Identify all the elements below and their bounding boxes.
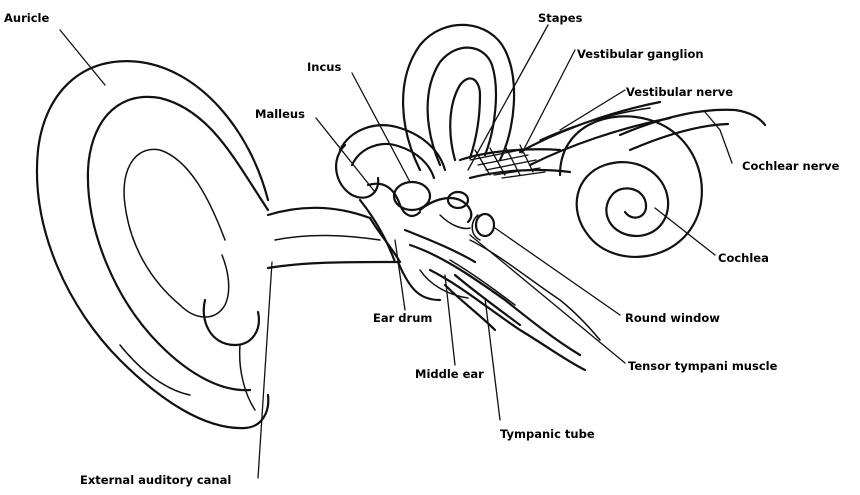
- label-tympanic-tube: Tympanic tube: [500, 427, 595, 441]
- leader-tympanic-tube: [485, 298, 500, 420]
- label-external-auditory-canal: External auditory canal: [80, 473, 231, 487]
- middle-ear-shape: [398, 230, 600, 370]
- label-auricle: Auricle: [4, 11, 49, 25]
- label-stapes: Stapes: [538, 11, 583, 25]
- label-middle-ear: Middle ear: [415, 367, 484, 381]
- label-malleus: Malleus: [255, 107, 305, 121]
- label-cochlear-nerve: Cochlear nerve: [742, 159, 840, 173]
- label-incus: Incus: [307, 60, 341, 74]
- leader-malleus: [316, 118, 375, 192]
- cochlear-nerve-shape: [620, 110, 765, 150]
- label-tensor-tympani-muscle: Tensor tympani muscle: [628, 359, 778, 373]
- leader-auricle: [60, 30, 105, 85]
- label-round-window: Round window: [625, 311, 720, 325]
- label-vestibular-nerve: Vestibular nerve: [626, 85, 733, 99]
- vestibular-nerve-shape: [520, 102, 670, 165]
- cochlea-shape: [560, 116, 702, 257]
- external-auditory-canal-shape: [268, 208, 398, 268]
- round-window-shape: [472, 214, 494, 240]
- leader-cochlear-nerve: [705, 112, 732, 163]
- label-cochlea: Cochlea: [718, 251, 769, 265]
- leader-external-auditory-canal: [258, 262, 272, 478]
- leader-cochlea: [655, 208, 715, 255]
- ear-drum-shape: [360, 200, 400, 262]
- leader-tensor-tympani: [470, 235, 625, 363]
- label-ear-drum: Ear drum: [373, 311, 432, 325]
- label-vestibular-ganglion: Vestibular ganglion: [577, 47, 704, 61]
- auricle-shape: [37, 61, 268, 428]
